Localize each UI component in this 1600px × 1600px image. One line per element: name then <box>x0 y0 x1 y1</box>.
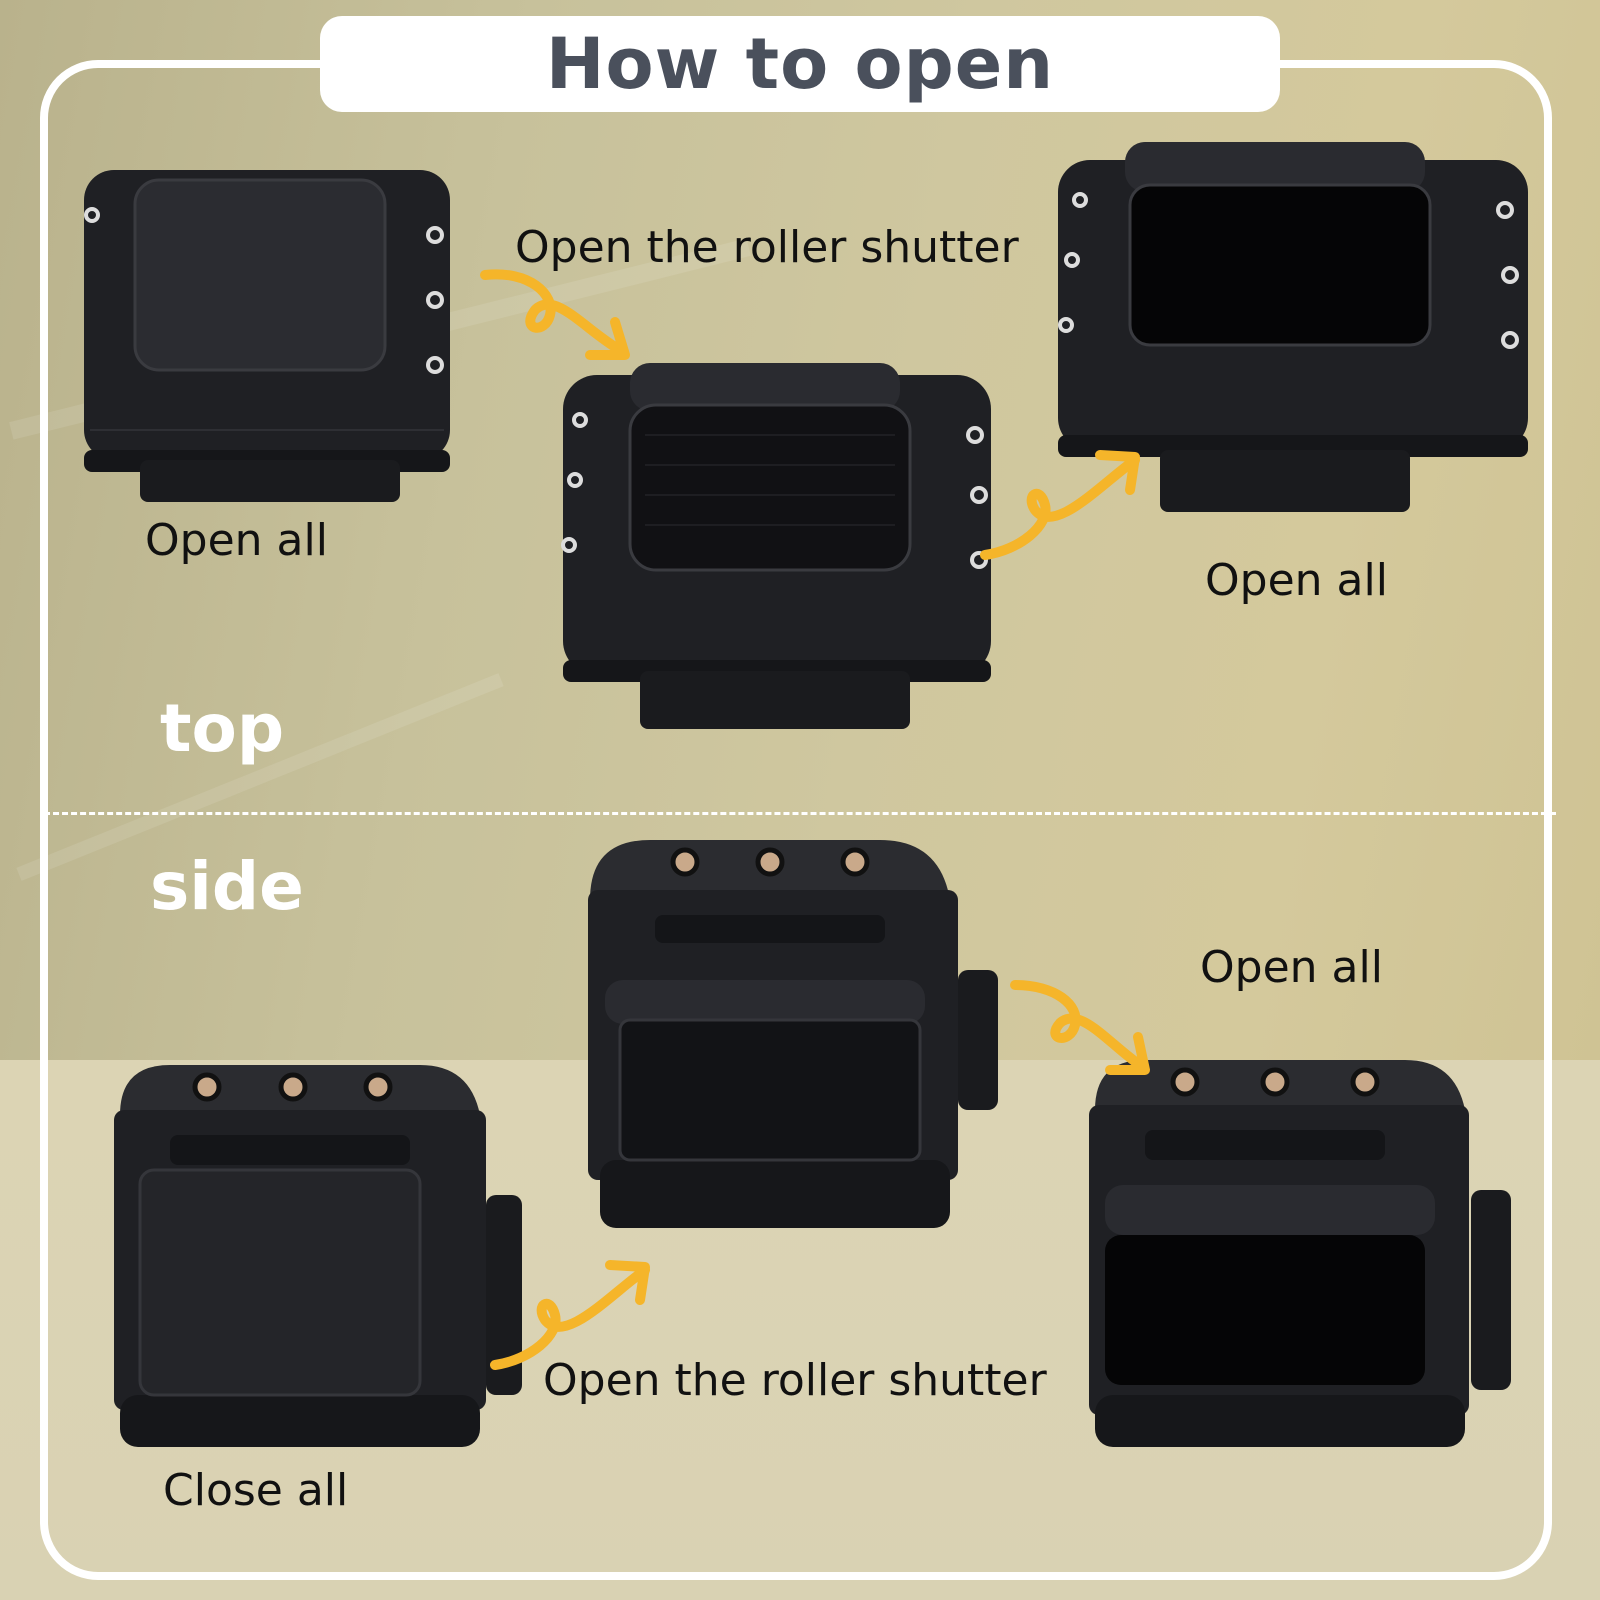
label-open-all-side-right: Open all <box>1200 942 1383 993</box>
section-label-top: top <box>160 690 285 767</box>
arrow-icon <box>490 1255 660 1375</box>
arrow-icon <box>980 445 1150 565</box>
bag-side-closed-photo <box>100 1055 530 1455</box>
label-open-all-top-left: Open all <box>145 515 328 566</box>
bag-top-closed-photo <box>80 160 460 510</box>
label-roller-top: Open the roller shutter <box>515 222 1019 273</box>
label-roller-side: Open the roller shutter <box>543 1355 1047 1406</box>
bag-top-roller-photo <box>555 355 1005 745</box>
section-label-side: side <box>150 848 304 925</box>
arrow-icon <box>480 260 640 370</box>
section-divider <box>44 812 1556 815</box>
arrow-icon <box>1010 975 1160 1085</box>
bag-side-open-photo <box>1075 1050 1545 1470</box>
page-title: How to open <box>545 23 1055 105</box>
label-close-all-side: Close all <box>163 1465 349 1516</box>
bag-top-open-photo <box>1050 140 1540 520</box>
title-banner: How to open <box>320 16 1280 112</box>
bag-side-roller-photo <box>560 840 1020 1240</box>
label-open-all-top-right: Open all <box>1205 555 1388 606</box>
